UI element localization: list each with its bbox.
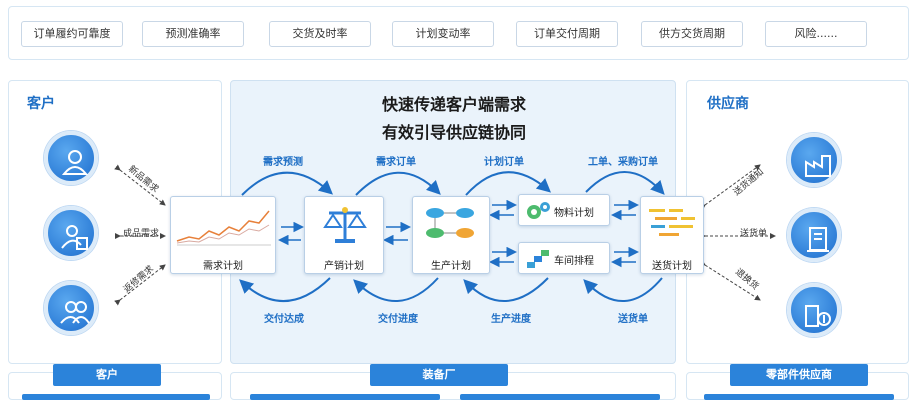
material-plan-label: 物料计划 — [554, 208, 594, 219]
kpi-order-cycle: 订单交付周期 — [516, 21, 618, 47]
flow-label-production-progress: 生产进度 — [491, 314, 531, 325]
customer-group-icon — [44, 281, 98, 335]
flow-label-delivery-achieved: 交付达成 — [264, 314, 304, 325]
tag-parts-supplier: 零部件供应商 — [730, 364, 868, 386]
balance-scale-icon — [323, 207, 367, 243]
material-plan-box: 物料计划 — [518, 194, 610, 226]
workshop-schedule-label: 车间排程 — [554, 256, 594, 267]
sales-plan-label: 产销计划 — [324, 261, 364, 272]
flow-label-work-purchase-order: 工单、采购订单 — [588, 157, 658, 168]
workshop-schedule-box: 车间排程 — [518, 242, 610, 274]
process-flow-icon — [426, 208, 474, 238]
center-title-2: 有效引导供应链协同 — [381, 123, 526, 142]
flow-label-demand-order: 需求订单 — [376, 157, 416, 168]
flow-label-delivery-note: 送货单 — [618, 314, 648, 325]
link-label-finished-demand: 成品需求 — [123, 229, 160, 239]
kpi-supplier-cycle: 供方交货周期 — [641, 21, 743, 47]
link-label-supplier-delivery-note: 送货单 — [740, 229, 768, 239]
kpi-plan-change-rate: 计划变动率 — [392, 21, 494, 47]
flow-label-planned-order: 计划订单 — [484, 157, 524, 168]
flow-label-demand-forecast: 需求预测 — [263, 157, 303, 168]
production-plan-label: 生产计划 — [431, 261, 471, 272]
center-title-1: 快速传递客户端需求 — [381, 95, 526, 114]
kpi-on-time-delivery: 交货及时率 — [269, 21, 371, 47]
customer-form-icon — [44, 206, 98, 260]
demand-plan-box: 需求计划 — [170, 196, 276, 274]
sales-plan-box: 产销计划 — [304, 196, 384, 274]
kpi-band: 订单履约可靠度 预测准确率 交货及时率 计划变动率 订单交付周期 供方交货周期 … — [8, 6, 909, 60]
supplier-building-icon — [787, 208, 841, 262]
kpi-order-fulfillment: 订单履约可靠度 — [21, 21, 123, 47]
customer-panel-title: 客户 — [27, 96, 55, 112]
tag-customer: 客户 — [53, 364, 161, 386]
chart-thumbnail-icon — [176, 210, 271, 246]
bottom-strip-equipment-right — [460, 394, 660, 400]
demand-plan-label: 需求计划 — [203, 261, 243, 272]
kpi-forecast-accuracy: 预测准确率 — [142, 21, 244, 47]
delivery-plan-box: 送货计划 — [640, 196, 704, 274]
production-plan-box: 生产计划 — [412, 196, 490, 274]
flow-label-delivery-progress: 交付进度 — [378, 314, 418, 325]
supplier-factory-icon — [787, 133, 841, 187]
customer-person-icon — [44, 131, 98, 185]
kpi-risk: 风险...... — [765, 21, 867, 47]
delivery-plan-label: 送货计划 — [652, 261, 692, 272]
supplier-panel-title: 供应商 — [707, 96, 749, 112]
gantt-icon — [649, 209, 695, 236]
supplier-warehouse-icon — [787, 283, 841, 337]
bottom-strip-supplier — [704, 394, 894, 400]
gears-icon — [527, 202, 550, 219]
bottom-strip-equipment-left — [250, 394, 440, 400]
stairs-icon — [527, 250, 549, 268]
tag-equipment-factory: 装备厂 — [370, 364, 508, 386]
bottom-strip-customer — [22, 394, 210, 400]
customer-panel: 客户 — [8, 80, 222, 364]
